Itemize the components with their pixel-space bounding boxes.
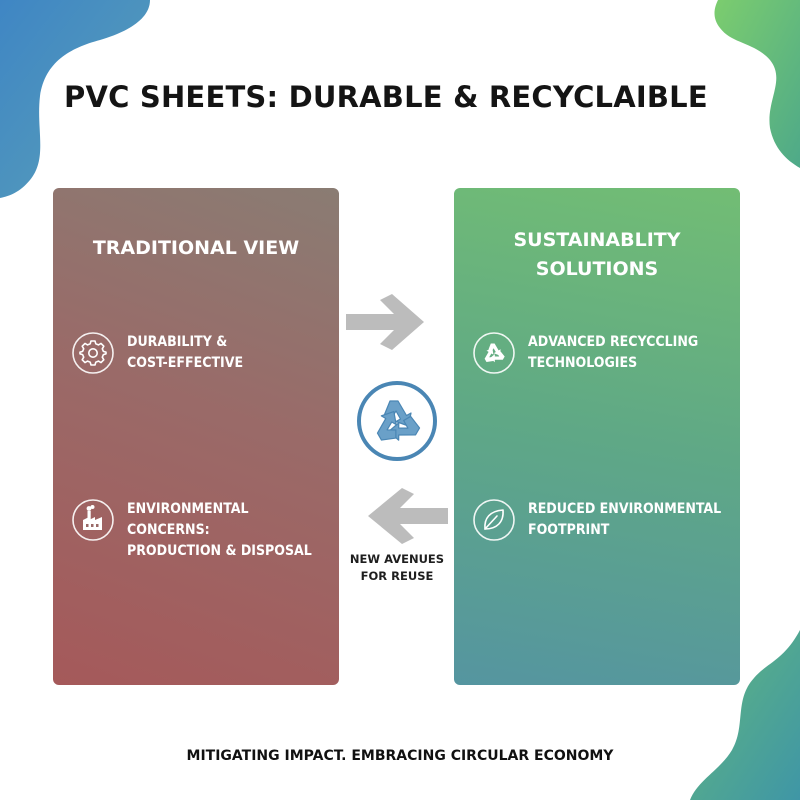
advanced-recycling-item: ADVANCED RECYCCLING TECHNOLOGIES: [472, 328, 732, 378]
environmental-concerns-text: ENVIRONMENTAL CONCERNS: PRODUCTION & DIS…: [127, 501, 312, 559]
sustainability-heading: SUSTAINABLITY SOLUTIONS: [513, 229, 681, 280]
reuse-label: NEW AVENUES FOR REUSE: [349, 552, 445, 583]
advanced-recycling-text: ADVANCED RECYCCLING TECHNOLOGIES: [528, 334, 699, 371]
sustainability-solutions-panel: SUSTAINABLITY SOLUTIONS ADVANCED RECYCCL…: [454, 188, 740, 685]
leaf-icon: [473, 499, 515, 541]
factory-icon: [72, 499, 114, 541]
traditional-view-heading: TRADITIONAL VIEW: [92, 237, 300, 259]
top-right-corner-blob: [714, 0, 800, 168]
reduced-footprint-text: REDUCED ENVIRONMENTAL FOOTPRINT: [528, 501, 722, 538]
environmental-concerns-item: ENVIRONMENTAL CONCERNS: PRODUCTION & DIS…: [71, 495, 331, 559]
durability-text: DURABILITY & COST-EFFECTIVE: [127, 334, 244, 371]
bottom-right-corner-blob: [690, 630, 800, 800]
durability-item: DURABILITY & COST-EFFECTIVE: [71, 328, 331, 378]
recycle-icon: [357, 381, 437, 461]
arrow-left-icon: [368, 488, 448, 544]
top-left-corner-blob: [0, 0, 150, 198]
arrow-right-icon: [346, 294, 424, 350]
gear-icon: [72, 332, 114, 374]
traditional-view-panel: TRADITIONAL VIEW DURABILITY & COST-EFFEC…: [53, 188, 339, 685]
page-title: PVC SHEETS: DURABLE & RECYCLAIBLE: [64, 80, 708, 114]
footer-tagline: MITIGATING IMPACT. EMBRACING CIRCULAR EC…: [186, 748, 614, 764]
reduced-footprint-item: REDUCED ENVIRONMENTAL FOOTPRINT: [472, 495, 732, 545]
recycle-icon: [473, 332, 515, 374]
